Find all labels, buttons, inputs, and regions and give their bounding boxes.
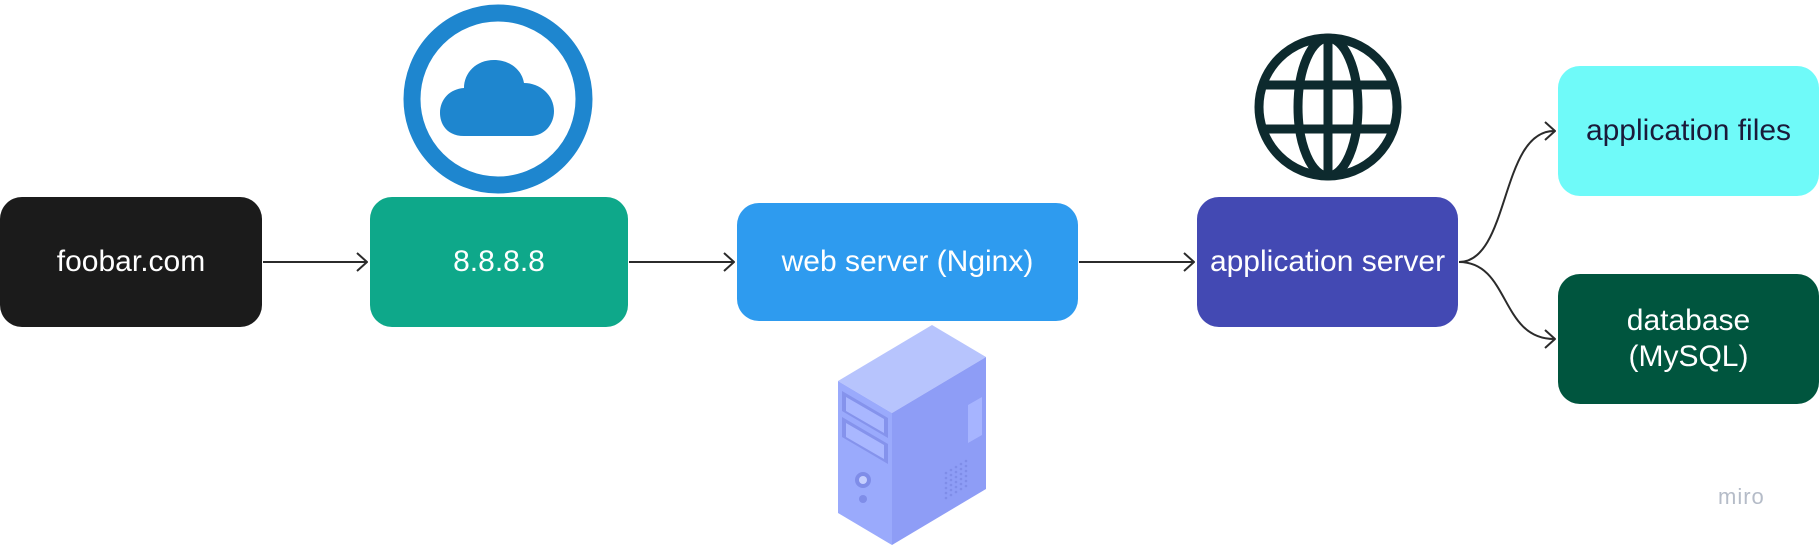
arrowhead-domain-to-ip xyxy=(356,252,368,272)
arrowhead-web-server-to-app-server xyxy=(1183,252,1195,272)
arrowhead-app-server-to-app-files xyxy=(1544,121,1556,141)
server-tower-icon xyxy=(838,325,986,545)
cloud-icon xyxy=(403,4,593,194)
miro-watermark: miro xyxy=(1718,484,1765,509)
edge-app-server-to-app-files xyxy=(1458,130,1555,263)
node-database[interactable]: database (MySQL) xyxy=(1558,274,1819,404)
edge-app-server-to-database xyxy=(1458,261,1555,340)
node-foobar-domain[interactable]: foobar.com xyxy=(0,197,262,327)
globe-icon xyxy=(1254,33,1402,181)
node-application-files[interactable]: application files xyxy=(1558,66,1819,196)
node-ip-address[interactable]: 8.8.8.8 xyxy=(370,197,628,327)
arrowhead-ip-to-web-server xyxy=(723,252,735,272)
node-application-server[interactable]: application server xyxy=(1197,197,1458,327)
arrowhead-app-server-to-database xyxy=(1544,329,1556,349)
node-web-server[interactable]: web server (Nginx) xyxy=(737,203,1078,321)
